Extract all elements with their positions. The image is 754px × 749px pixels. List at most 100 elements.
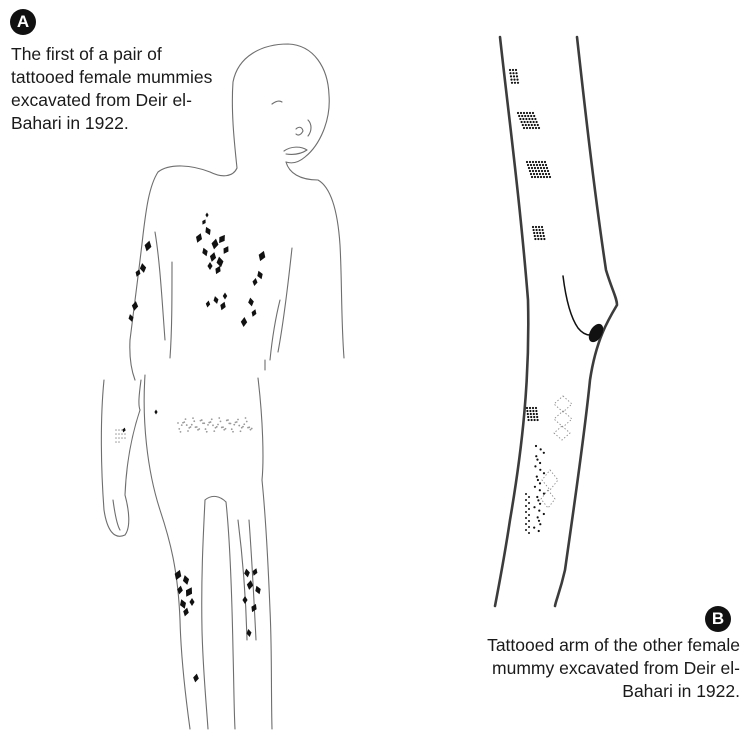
faint-tattoo-dot [217, 423, 219, 426]
arm-tattoo-dot [525, 529, 527, 531]
arm-tattoo-dot [532, 163, 536, 167]
faint-tattoo-dot [118, 429, 120, 431]
faint-tattoo-dot [209, 421, 212, 423]
arm-tattoo-dot [537, 225, 541, 229]
arm-tattoo-dot [533, 418, 536, 422]
faint-tattoo-dot [177, 422, 179, 424]
arm-tattoo-dot [520, 120, 523, 124]
arm-tattoo-dot [537, 126, 541, 130]
arm-tattoo-dot [536, 175, 540, 179]
arm-tattoo-dot [538, 172, 542, 176]
faint-tattoo-dot [218, 417, 221, 419]
torso-tattoo-diamond [215, 255, 225, 269]
torso-tattoo-diamond [205, 300, 211, 308]
arm-tattoo-dot [538, 502, 542, 505]
arm-tattoo-dot [536, 478, 540, 482]
arm-tattoo-dot [542, 231, 545, 235]
arm-tattoo-dot [533, 123, 536, 127]
leg-tattoo-diamond [154, 409, 158, 415]
faint-tattoo-dot [232, 430, 234, 433]
arm-tattoo-dot [540, 160, 544, 164]
faint-tattoo-dot [179, 430, 182, 433]
arm-tattoo-dot [539, 175, 543, 179]
arm-tattoo-dot [536, 516, 539, 519]
arm-tattoo-dot [536, 234, 539, 238]
arm-tattoo-dot [539, 448, 542, 451]
arm-tattoo-dot [528, 169, 532, 173]
arm-tattoo-dot [532, 412, 535, 416]
arm-tattoo-dot [514, 68, 518, 72]
faint-tattoo-dot [178, 428, 181, 430]
faint-tattoo-dot [184, 418, 187, 421]
arm-tattoo-dot [508, 68, 512, 72]
faint-tattoo-dot [193, 420, 196, 423]
torso-tattoo-diamond [247, 297, 255, 307]
torso-tattoo-diamond [200, 218, 208, 226]
leg-tattoo-diamond [253, 584, 263, 596]
arm-tattoo-dot [531, 117, 534, 121]
arm-tattoo-dot [545, 175, 549, 179]
arm-tattoo-dot [535, 412, 538, 416]
arm-tattoo-dot [534, 237, 537, 241]
arm-tattoo-dot [528, 526, 530, 528]
arm-tattoo-dot [527, 123, 530, 127]
arm-tattoo-dot [531, 406, 535, 410]
arm-tattoo-dot [513, 78, 516, 81]
faint-tattoo-dot [204, 428, 207, 430]
faint-tattoo-dot [124, 433, 126, 435]
torso-tattoo-diamond [212, 295, 220, 305]
arm-tattoo-dot [542, 175, 546, 179]
faint-tattoo-dot [222, 426, 224, 429]
faint-tattoo-dot [183, 421, 186, 424]
arm-tattoo-dot [536, 418, 539, 422]
arm-tattoo-dot [545, 166, 549, 170]
arm-tattoo-dot [510, 78, 513, 81]
arm-tattoo-dot [536, 415, 539, 419]
arm-tattoo-dot [529, 163, 533, 167]
faint-tattoo-dot [124, 437, 126, 439]
torso-tattoo-diamond [207, 262, 213, 270]
arm-tattoo-dot [544, 172, 548, 176]
faint-tattoo-dot [235, 421, 238, 423]
torso-tattoo-diamond [240, 316, 248, 328]
arm-tattoo-dot [528, 126, 532, 130]
arm-tattoo-dot [542, 166, 546, 170]
torso-tattoo-diamond [256, 249, 268, 263]
faint-tattoo-dot [233, 423, 236, 426]
arm-tattoo-dot [538, 163, 542, 167]
arm-tattoo-dot [533, 175, 537, 179]
elbow-mark [588, 323, 604, 343]
arm-tattoo-dot [534, 117, 537, 121]
arm-tattoo-dot [537, 529, 540, 533]
arm-tattoo-dot [526, 163, 530, 167]
faint-tattoo-dot [229, 422, 232, 425]
arm-tattoo-dot [539, 468, 542, 471]
arm-tattoo-dot [538, 461, 542, 465]
faint-tattoo-dot [200, 419, 203, 421]
arm-tattoo-dot [530, 418, 533, 422]
arm-tattoo-dot [541, 228, 544, 232]
arm-tattoo-dot [537, 160, 541, 164]
arm-tattoo-dot [535, 163, 539, 167]
arm-tattoo-dot [509, 72, 512, 75]
arm-tattoo-dot [511, 68, 515, 72]
faint-tattoo-dot [237, 418, 239, 421]
torso-tattoo-diamond [194, 232, 204, 244]
arm-tattoo-dot [525, 511, 527, 513]
arm-tattoo-dot [530, 415, 533, 419]
arm-tattoo-dot [537, 237, 540, 241]
arm-tattoo-dot [540, 237, 543, 241]
arm-tattoo-dot [548, 175, 552, 179]
arm-tattoo-dot [537, 519, 541, 522]
arm-tattoo-dot [516, 111, 520, 115]
faint-tattoo-dot [213, 430, 216, 433]
leg-tattoo-diamond [182, 606, 190, 618]
arm-tattoo-dot [525, 493, 527, 495]
faint-tattoo-dot [238, 424, 241, 427]
arm-tattoo-dot [515, 72, 518, 75]
arm-tattoo-dot [531, 160, 535, 164]
arm-tattoo-dot [528, 496, 530, 498]
panel-b-caption: Tattooed arm of the other female mummy e… [487, 635, 740, 701]
torso-tattoo-diamond [203, 225, 213, 237]
arm-tattoo-dot [531, 126, 535, 130]
